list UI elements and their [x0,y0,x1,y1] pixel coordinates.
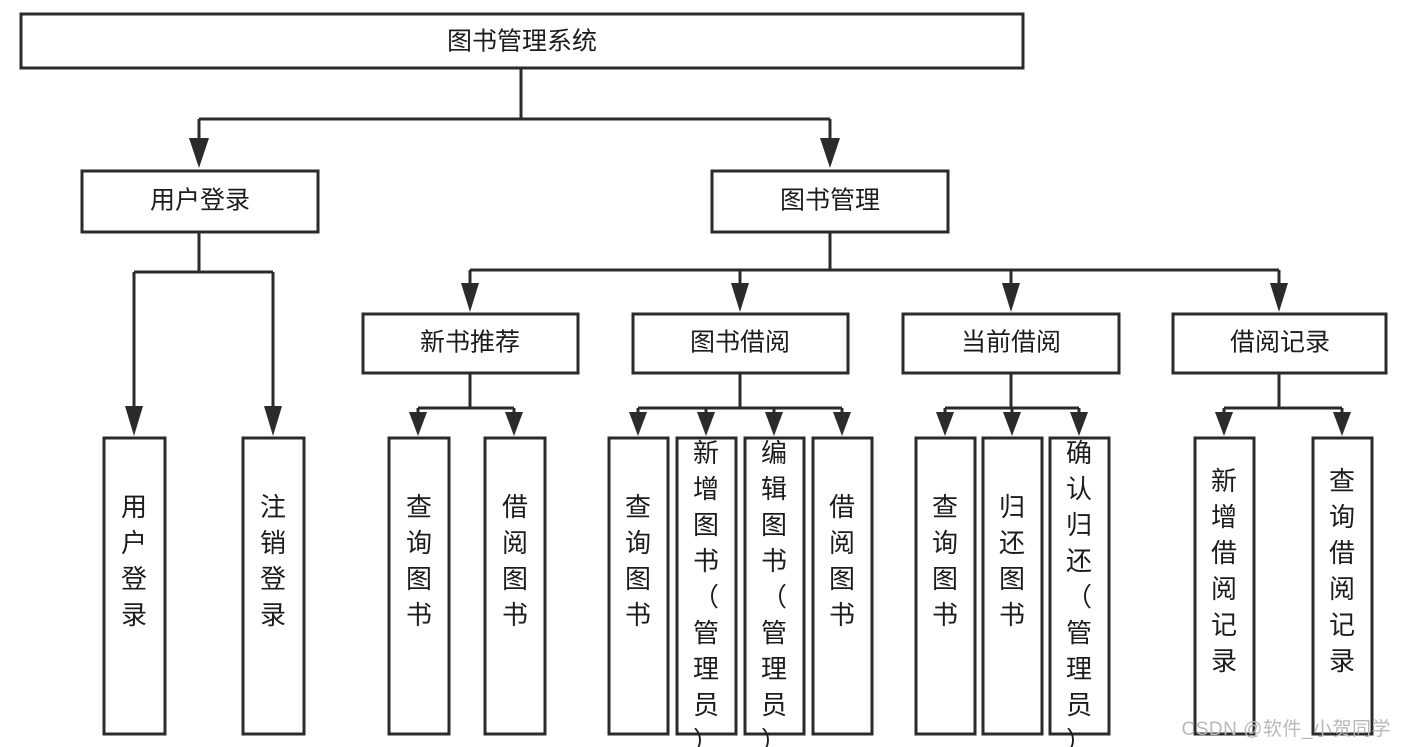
arrow-bookmgmt-to-record [1270,283,1288,312]
leaf-borrow-book-borrow-label: 借阅图书 [829,492,855,630]
arrow-borrow-to-leaf2 [697,412,715,436]
leaf-query-book-current[interactable]: 查询图书 [914,436,977,736]
leaf-return-book-label: 归还图书 [999,492,1025,630]
arrow-borrow-to-leaf3 [765,412,783,436]
arrow-userlogin-to-leaf1 [125,406,143,436]
arrow-bookmgmt-to-borrow [731,283,749,312]
leaf-logout-box[interactable] [241,436,306,736]
leaf-user-login[interactable]: 用户登录 [102,436,167,736]
leaf-query-book-newbook[interactable]: 查询图书 [387,436,451,736]
arrow-bookmgmt-to-newbook [461,283,479,312]
leaf-return-book-box[interactable] [981,436,1044,736]
leaf-query-book-borrow[interactable]: 查询图书 [607,436,670,736]
node-book-management-label: 图书管理 [780,187,880,215]
leaf-add-book[interactable]: 新增图书（管理员） [675,436,738,747]
node-user-login-box[interactable] [80,169,320,234]
leaf-logout-label: 注销登录 [260,492,286,630]
arrow-newbook-to-leaf1 [409,412,427,436]
leaf-query-book-borrow-label: 查询图书 [625,492,651,630]
leaf-confirm-return-label: 确认归还（管理员） [1066,438,1092,747]
leaf-query-borrow-record[interactable]: 查询借阅记录 [1311,436,1374,736]
node-book-management-box[interactable] [710,169,950,234]
leaf-confirm-return[interactable]: 确认归还（管理员） [1048,436,1111,747]
arrow-root-to-book-mgmt [820,138,840,168]
node-current-borrow[interactable]: 当前借阅 [901,312,1121,375]
arrow-newbook-to-leaf2 [505,412,523,436]
leaf-query-borrow-record-label: 查询借阅记录 [1329,466,1355,676]
leaf-add-book-box[interactable] [675,436,738,736]
arrow-current-to-leaf3 [1070,412,1088,436]
node-new-book-recommend[interactable]: 新书推荐 [361,312,580,375]
leaf-edit-book-label: 编辑图书（管理员） [761,438,787,747]
leaf-return-book[interactable]: 归还图书 [981,436,1044,736]
leaf-query-book-newbook-label: 查询图书 [406,492,432,630]
node-borrow-record[interactable]: 借阅记录 [1171,312,1388,375]
leaf-confirm-return-box[interactable] [1048,436,1111,736]
node-book-borrow-label: 图书借阅 [690,329,790,357]
node-root-label: 图书管理系统 [447,28,597,56]
node-book-borrow-box[interactable] [631,312,850,375]
arrow-bookmgmt-to-current [1002,283,1020,312]
node-book-management[interactable]: 图书管理 [710,169,950,234]
node-root[interactable]: 图书管理系统 [19,12,1025,70]
arrow-current-to-leaf2 [1003,412,1021,436]
arrow-borrow-to-leaf1 [629,412,647,436]
leaf-query-book-borrow-box[interactable] [607,436,670,736]
leaf-add-borrow-record[interactable]: 新增借阅记录 [1193,436,1256,736]
leaf-add-borrow-record-label: 新增借阅记录 [1211,466,1237,676]
leaf-user-login-label: 用户登录 [121,492,147,630]
leaf-logout[interactable]: 注销登录 [241,436,306,736]
connector-layer [125,68,1351,436]
leaf-edit-book[interactable]: 编辑图书（管理员） [743,436,806,747]
node-new-book-recommend-label: 新书推荐 [420,329,520,357]
node-user-login-label: 用户登录 [150,187,250,215]
arrow-record-to-leaf2 [1333,412,1351,436]
arrow-record-to-leaf1 [1215,412,1233,436]
leaf-user-login-box[interactable] [102,436,167,736]
arrow-current-to-leaf1 [936,412,954,436]
node-new-book-recommend-box[interactable] [361,312,580,375]
leaf-add-book-label: 新增图书（管理员） [693,438,719,747]
leaf-edit-book-box[interactable] [743,436,806,736]
node-root-box[interactable] [19,12,1025,70]
leaf-borrow-book-newbook[interactable]: 借阅图书 [483,436,547,736]
leaf-borrow-book-newbook-label: 借阅图书 [502,492,528,630]
node-borrow-record-box[interactable] [1171,312,1388,375]
leaf-query-book-current-box[interactable] [914,436,977,736]
node-user-login[interactable]: 用户登录 [80,169,320,234]
leaf-query-book-current-label: 查询图书 [932,492,958,630]
leaf-add-borrow-record-box[interactable] [1193,436,1256,736]
node-book-borrow[interactable]: 图书借阅 [631,312,850,375]
arrow-userlogin-to-leaf2 [264,406,282,436]
leaf-query-borrow-record-box[interactable] [1311,436,1374,736]
node-current-borrow-label: 当前借阅 [961,329,1061,357]
leaf-borrow-book-newbook-box[interactable] [483,436,547,736]
arrow-borrow-to-leaf4 [833,412,851,436]
leaf-borrow-book-borrow-box[interactable] [811,436,874,736]
leaf-borrow-book-borrow[interactable]: 借阅图书 [811,436,874,736]
node-borrow-record-label: 借阅记录 [1230,329,1330,357]
node-current-borrow-box[interactable] [901,312,1121,375]
arrow-root-to-user-login [189,138,209,168]
leaf-query-book-newbook-box[interactable] [387,436,451,736]
